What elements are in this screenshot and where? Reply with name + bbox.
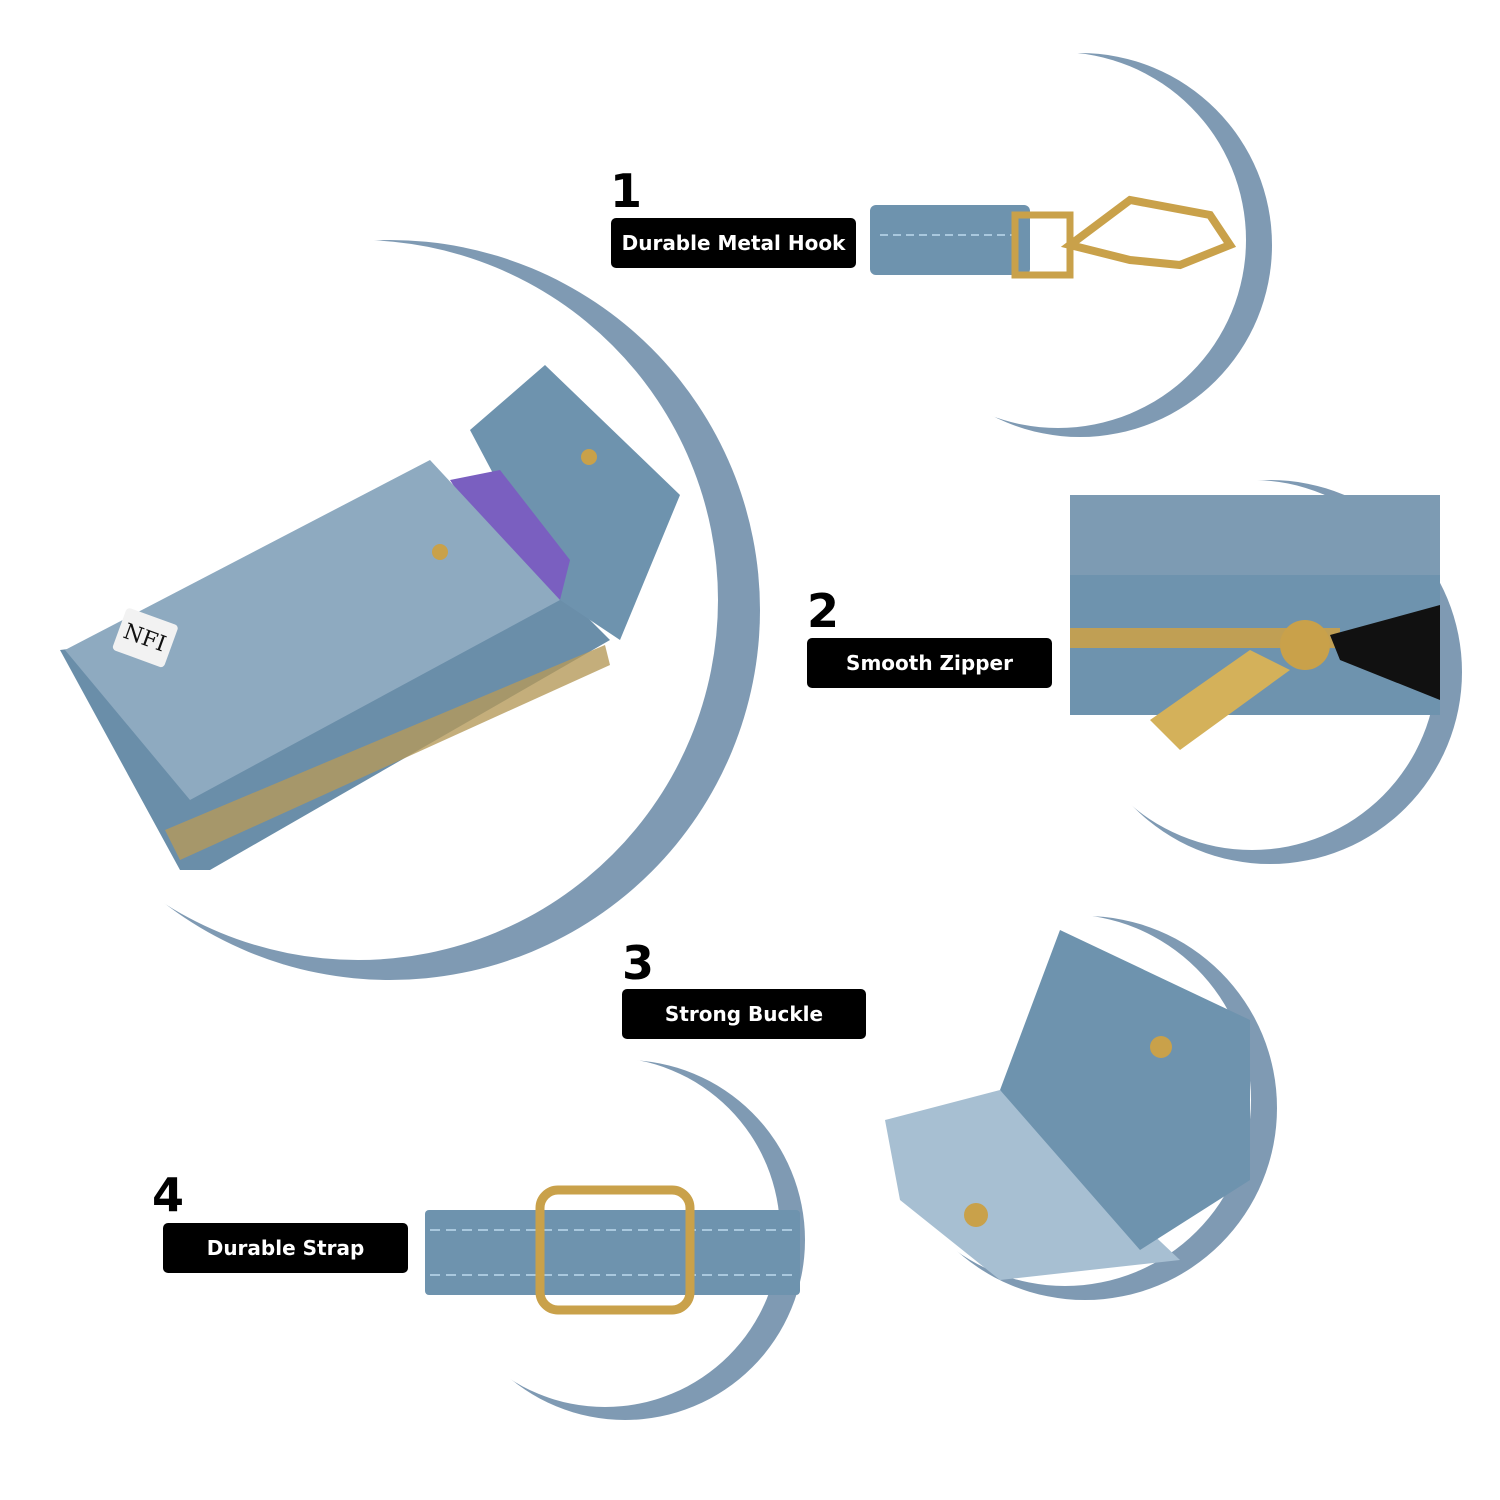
feature-label-zipper: Smooth Zipper bbox=[807, 638, 1052, 688]
buckle-image bbox=[885, 930, 1250, 1280]
strap-image bbox=[425, 1185, 800, 1315]
feature-number-2: 2 bbox=[807, 584, 840, 638]
feature-number-3: 3 bbox=[622, 936, 655, 990]
feature-number-4: 4 bbox=[152, 1168, 185, 1222]
feature-label-metal-hook: Durable Metal Hook bbox=[611, 218, 856, 268]
wallet-image: NFI bbox=[60, 365, 680, 870]
feature-number-1: 1 bbox=[610, 164, 643, 218]
hook-image bbox=[870, 195, 1237, 279]
feature-label-buckle: Strong Buckle bbox=[622, 989, 866, 1039]
zipper-image bbox=[1070, 495, 1440, 750]
brand-logo: NFI bbox=[112, 608, 178, 668]
feature-label-strap: Durable Strap bbox=[163, 1223, 408, 1273]
